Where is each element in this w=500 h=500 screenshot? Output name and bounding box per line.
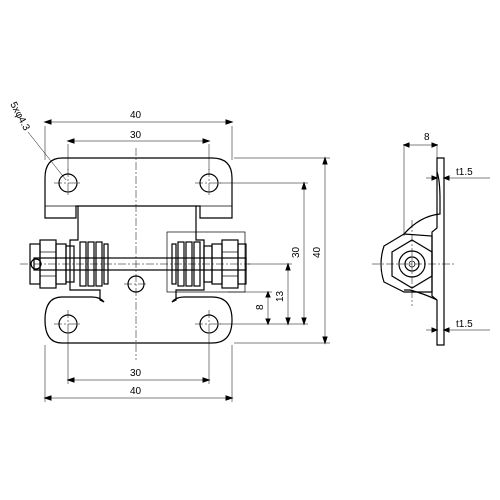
side-knuckle-body (380, 233, 433, 293)
side-lower-thickness-text: t1.5 (456, 319, 473, 330)
right-dimensions: 40 30 13 8 (220, 156, 330, 345)
top-overall-width: 40 (130, 110, 142, 121)
bottom-overall-width: 40 (130, 386, 142, 397)
hole-callout-text: 5xφ4.3 (7, 100, 31, 133)
hole-callout-leader (27, 131, 67, 181)
left-nut-assembly (29, 239, 75, 289)
right-knuckle-bracket (171, 206, 205, 303)
side-pin-end (404, 256, 420, 272)
side-nut-ring (398, 250, 426, 278)
side-lower-leaf-bend (404, 289, 438, 301)
side-depth-text: 8 (424, 132, 430, 143)
left-spring-coil (79, 241, 109, 287)
bottom-dimensions: 30 40 (43, 336, 234, 402)
lower-leaf-plate (44, 296, 233, 344)
detail-frame (166, 231, 246, 293)
bottom-hole-pitch: 30 (130, 368, 142, 379)
side-view: 8 t1.5 t1.5 (372, 132, 490, 346)
top-hole-pitch: 30 (130, 130, 142, 141)
upper-leaf-plate (44, 157, 233, 219)
side-upper-thickness-dim: t1.5 (426, 167, 490, 181)
side-depth-dimension: 8 (402, 132, 439, 236)
right-overall-height: 40 (312, 246, 323, 258)
left-knuckle-bracket (69, 206, 105, 303)
side-upper-leaf-bend (403, 171, 441, 235)
top-dimensions: 40 30 (43, 110, 234, 170)
side-lower-thickness-dim: t1.5 (426, 319, 490, 333)
side-nut-hexagon (391, 239, 433, 289)
right-lower-hole-dim: 8 (255, 304, 266, 310)
right-pin-height: 13 (275, 290, 286, 302)
right-hole-pitch: 30 (291, 246, 302, 258)
right-nut-assembly (203, 239, 247, 289)
side-upper-thickness-text: t1.5 (456, 167, 473, 178)
front-view: 5xφ4.3 40 30 30 (7, 100, 330, 402)
side-back-plate (431, 157, 445, 346)
right-spring-coil (171, 241, 201, 287)
